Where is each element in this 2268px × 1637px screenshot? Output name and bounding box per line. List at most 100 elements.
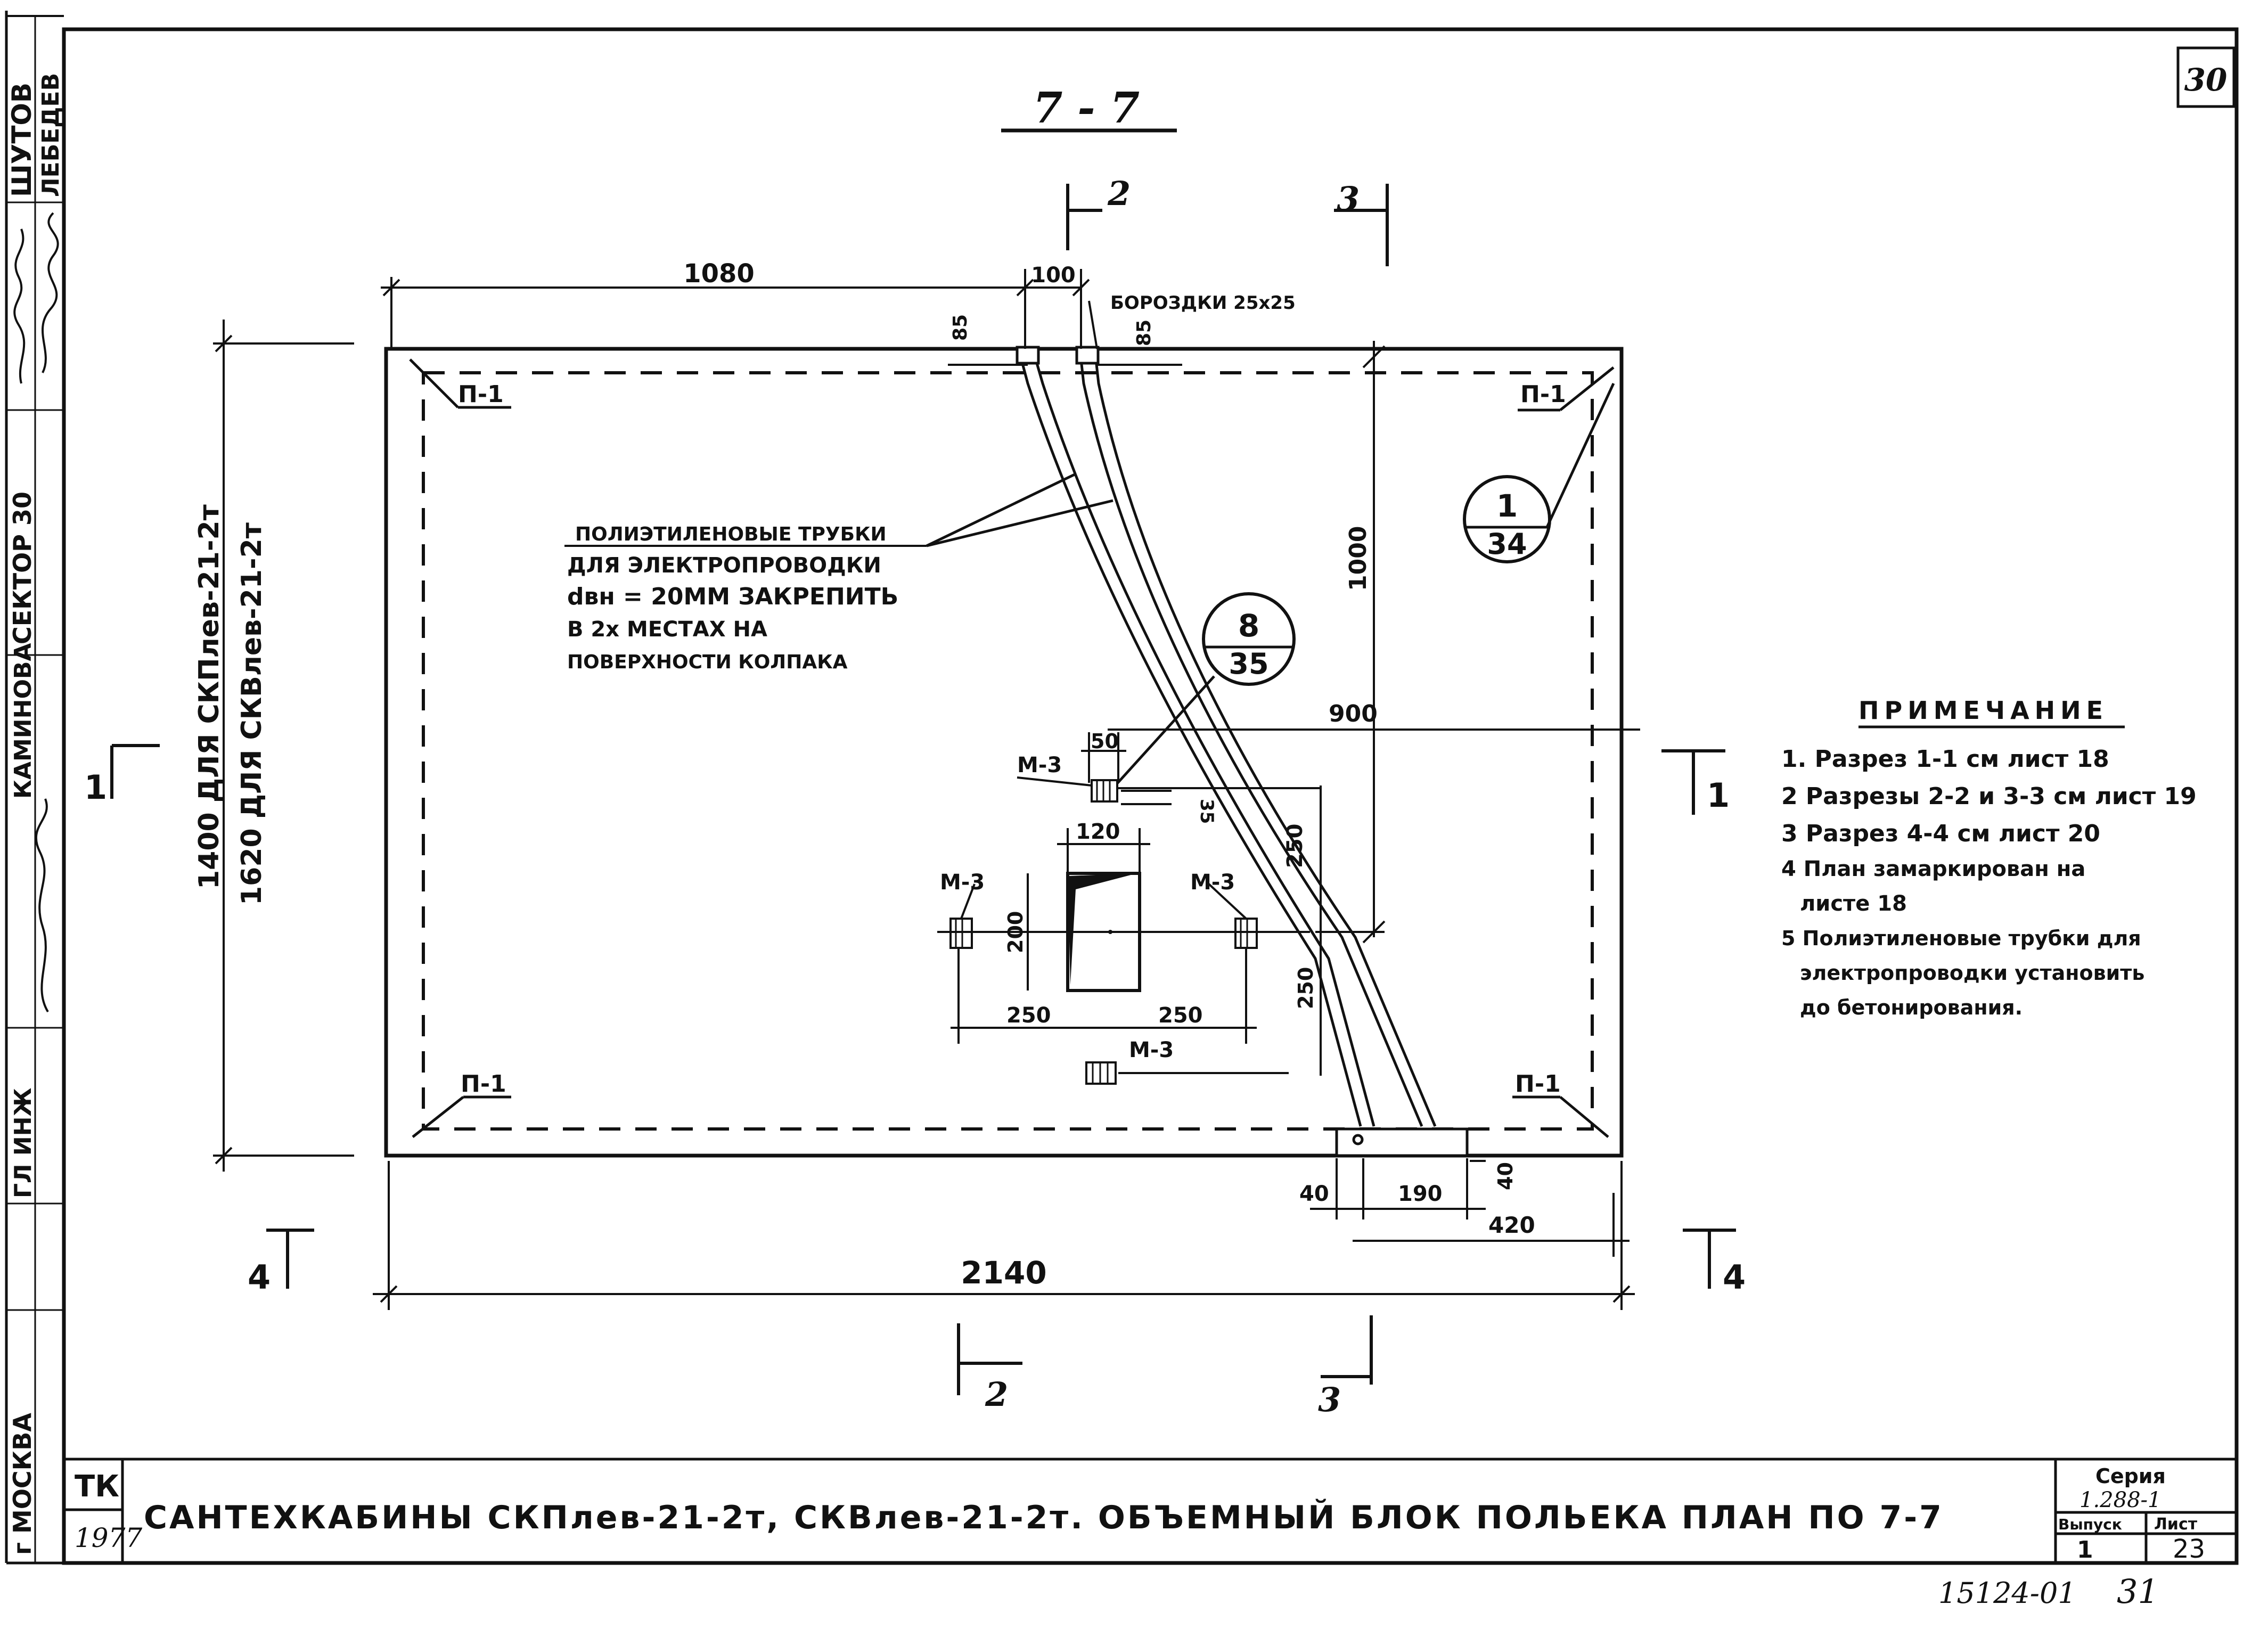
height-label-1: 1400 ДЛЯ СКПлев-21-2т: [193, 504, 225, 889]
anchor-label-tl: П-1: [458, 381, 504, 408]
embedded-leaders: [937, 776, 1321, 1074]
sheet-number-box: [2176, 46, 2236, 108]
series-label: Серия: [2095, 1464, 2166, 1488]
section-2-top: 2: [1107, 174, 1131, 213]
note-1: 1. Разрез 1-1 см лист 18: [1781, 746, 2109, 773]
section-1-left: 1: [84, 768, 107, 807]
pipe-note-line-4: В 2х МЕСТАХ НА: [567, 617, 767, 642]
embedded-parts: [949, 779, 1258, 1085]
note-4b: листе 18: [1800, 891, 1907, 916]
stamp-position: ГЛ ИНЖ: [10, 1087, 37, 1198]
anchor-label-bl: П-1: [461, 1070, 506, 1098]
note-5c: до бетонирования.: [1800, 996, 2023, 1019]
opening-dimensions: [951, 732, 1322, 1076]
section-1-right: 1: [1707, 776, 1730, 815]
issue-label: Выпуск: [2058, 1516, 2122, 1533]
section-4-right: 4: [1723, 1258, 1746, 1297]
footer-page: 31: [2117, 1572, 2159, 1611]
section-3-bottom: 3: [1318, 1380, 1341, 1419]
bottom-dimensions: [373, 1158, 1635, 1310]
svg-text:35: 35: [1229, 647, 1268, 681]
note-2: 2 Разрезы 2-2 и 3-3 см лист 19: [1781, 783, 2197, 810]
anchor-label-br: П-1: [1515, 1070, 1561, 1098]
m3-label-top: М-3: [1017, 753, 1062, 777]
dim-85-right: 85: [1133, 320, 1155, 346]
stamp-name-1: ШУТОВ: [6, 83, 37, 197]
section-2-bottom: 2: [985, 1375, 1008, 1414]
signature-1: [42, 212, 59, 373]
signature-2: [13, 228, 26, 384]
issue-value: 1: [2077, 1536, 2093, 1564]
side-stamp: ШУТОВ ЛЕБЕДЕВ СЕКТОР 30 КАМИНОВА ГЛ ИНЖ …: [6, 15, 64, 1563]
dim-40-left: 40: [1299, 1182, 1329, 1206]
embedded-parts-hatch: [955, 780, 1248, 1084]
footer-number: 15124-01: [1938, 1576, 2076, 1610]
dim-250-b: 250: [1006, 1003, 1051, 1028]
stamp-city: г МОСКВА: [8, 1413, 37, 1555]
groove-1: [1016, 346, 1040, 365]
section-mark-bottom: [957, 1315, 1373, 1395]
dim-40-right: 40: [1494, 1162, 1517, 1190]
dim-190: 190: [1398, 1182, 1443, 1206]
m3-label-left: М-3: [940, 870, 985, 895]
note-4: 4 План замаркирован на: [1781, 857, 2085, 881]
title-org: ТК: [75, 1469, 119, 1504]
reference-circle-1-34: 1 34: [1463, 382, 1615, 563]
pipe-note-line-2: ДЛЯ ЭЛЕКТРОПРОВОДКИ: [567, 553, 881, 578]
notes-heading: ПРИМЕЧАНИЕ: [1858, 696, 2108, 725]
anchor-label-tr: П-1: [1520, 381, 1566, 408]
dim-120: 120: [1076, 820, 1120, 844]
height-label-2: 1620 ДЛЯ СКВлев-21-2т: [236, 522, 268, 905]
svg-text:8: 8: [1238, 608, 1259, 644]
note-3: 3 Разрез 4-4 см лист 20: [1781, 820, 2100, 847]
title-main: САНТЕХКАБИНЫ СКПлев-21-2т, СКВлев-21-2т.…: [144, 1498, 1944, 1536]
dim-100: 100: [1031, 263, 1076, 288]
dim-85-left: 85: [949, 314, 971, 341]
notes-block: ПРИМЕЧАНИЕ 1. Разрез 1-1 см лист 18 2 Ра…: [1781, 696, 2197, 1019]
section-title: 7 - 7: [1033, 83, 1140, 133]
block-outline: [384, 347, 1624, 1158]
dim-200: 200: [1004, 911, 1027, 953]
dim-50: 50: [1091, 730, 1119, 753]
pipe-note: ПОЛИЭТИЛЕНОВЫЕ ТРУБКИ ДЛЯ ЭЛЕКТРОПРОВОДК…: [564, 472, 1113, 673]
pipe-note-line-1: ПОЛИЭТИЛЕНОВЫЕ ТРУБКИ: [575, 523, 887, 545]
groove-2: [1075, 346, 1100, 365]
m3-label-right: М-3: [1190, 870, 1235, 895]
svg-text:34: 34: [1487, 527, 1527, 561]
svg-text:1: 1: [1496, 488, 1518, 524]
dim-2140: 2140: [961, 1255, 1046, 1291]
dim-250-c: 250: [1158, 1003, 1203, 1028]
m3-label-bottom: М-3: [1129, 1038, 1174, 1062]
note-5b: электропроводки установить: [1800, 961, 2144, 985]
pipe-note-line-5: ПОВЕРХНОСТИ КОЛПАКА: [567, 651, 848, 673]
right-dimensions: [1108, 341, 1640, 944]
pipe-note-line-3: dвн = 20ММ ЗАКРЕПИТЬ: [567, 583, 898, 610]
grooves-label: БОРОЗДКИ 25x25: [1110, 292, 1296, 314]
dim-420: 420: [1488, 1212, 1535, 1238]
dim-35: 35: [1196, 799, 1217, 824]
stamp-name-2: ЛЕБЕДЕВ: [37, 73, 64, 197]
sheet-value: 23: [2173, 1534, 2205, 1564]
section-3-top: 3: [1337, 179, 1360, 218]
section-mark-top: [1066, 184, 1389, 266]
block-inner-dashed: [422, 371, 1594, 1131]
dim-1080: 1080: [683, 259, 755, 289]
sheet-number: 30: [2184, 62, 2228, 98]
signature-3: [35, 798, 49, 1013]
series-value: 1.288-1: [2079, 1488, 2161, 1512]
section-mark-1: [110, 744, 1725, 815]
sheet-frame: [62, 27, 2239, 1565]
dim-250-a: 250: [1283, 824, 1307, 869]
dim-250-d: 250: [1294, 967, 1317, 1009]
sheet-label: Лист: [2154, 1515, 2198, 1534]
stamp-sector: СЕКТОР 30: [8, 492, 37, 644]
left-dimensions: [213, 320, 354, 1172]
stamp-name-3: КАМИНОВА: [10, 643, 37, 799]
title-year: 1977: [75, 1523, 142, 1553]
note-5: 5 Полиэтиленовые трубки для: [1781, 927, 2141, 950]
dim-900: 900: [1329, 700, 1378, 727]
outlet-box: [1335, 1127, 1469, 1157]
dim-1000: 1000: [1345, 526, 1372, 591]
section-4-left: 4: [248, 1258, 271, 1297]
